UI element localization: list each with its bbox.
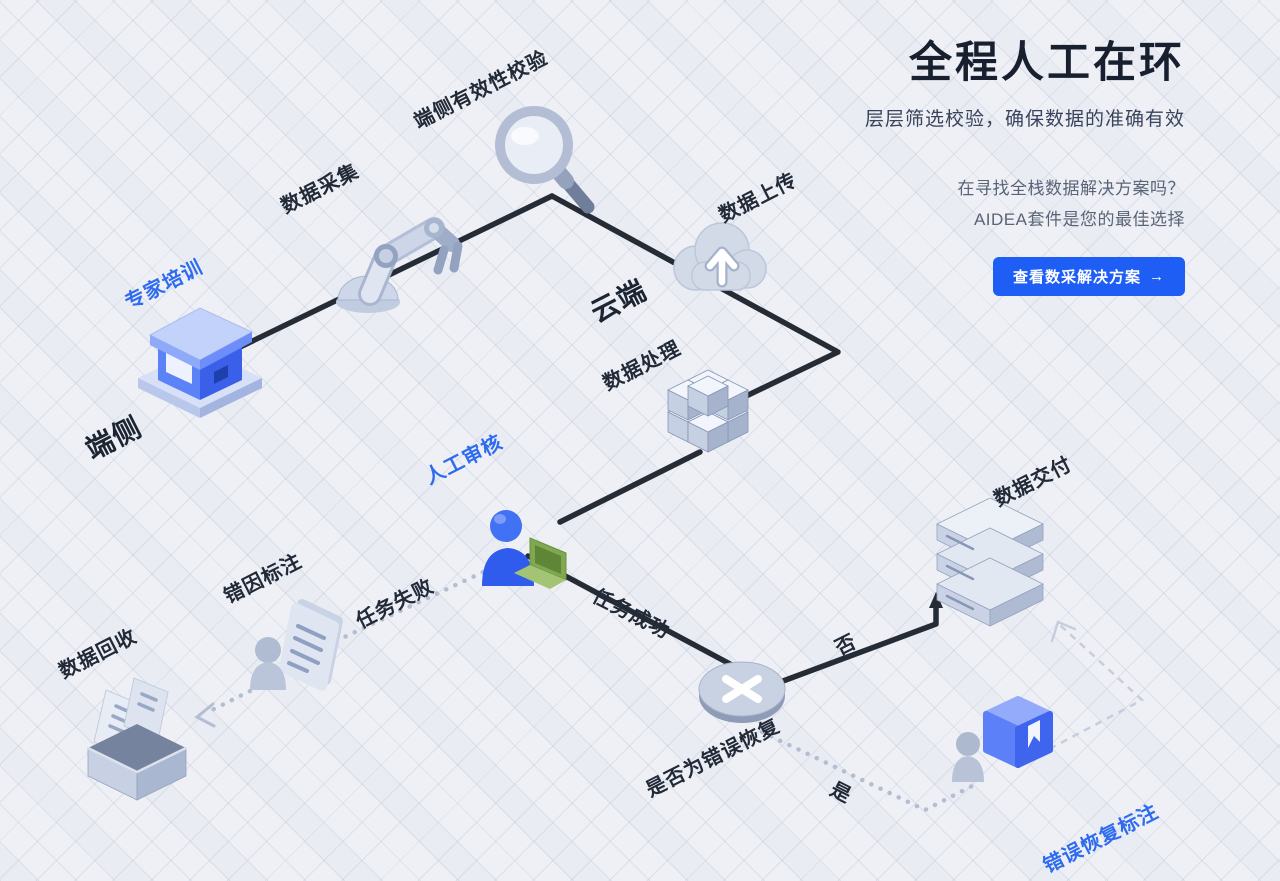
chevron-left-icon [194, 702, 216, 728]
upload-line [549, 193, 841, 401]
promo-line-2: AIDEA套件是您的最佳选择 [973, 210, 1185, 230]
view-solution-button-label: 查看数采解决方案 [1012, 269, 1141, 287]
arrow-up-icon [929, 592, 943, 608]
data-processing-cubes-icon [648, 360, 768, 475]
chevron-up-icon [1050, 620, 1077, 643]
headline-panel: 全程人工在环 层层筛选校验，确保数据的准确有效 在寻找全栈数据解决方案吗？ AI… [625, 38, 1185, 297]
server-icon [925, 497, 1055, 648]
page-subtitle: 层层筛选校验，确保数据的准确有效 [864, 108, 1185, 130]
cloud-upload-icon [662, 206, 777, 311]
promo-text: 在寻找全栈数据解决方案吗？ AIDEA套件是您的最佳选择 [625, 173, 1185, 236]
decision-x-icon [688, 648, 798, 741]
task-yes-dotted-line [759, 729, 981, 813]
recycle-box-icon [72, 666, 202, 811]
podium-icon [130, 280, 270, 435]
task-failed-dotted-line [335, 565, 495, 643]
reviewer-person-icon [460, 488, 590, 608]
robot-arm-icon [322, 182, 472, 322]
processing-to-review-line [557, 449, 703, 525]
view-solution-button[interactable]: 查看数采解决方案 → [992, 257, 1185, 297]
arrow-right-icon: → [1149, 268, 1165, 286]
recovery-loop-dashed-line [1037, 624, 1145, 757]
page-title: 全程人工在环 [909, 39, 1185, 87]
edge-chain-line [235, 193, 555, 351]
error-cause-doc-icon [238, 596, 358, 711]
promo-line-1: 在寻找全栈数据解决方案吗？ [957, 178, 1185, 198]
magnifier-icon [482, 95, 607, 235]
error-recovery-person-icon [942, 688, 1062, 803]
decision-no-line [772, 601, 939, 687]
